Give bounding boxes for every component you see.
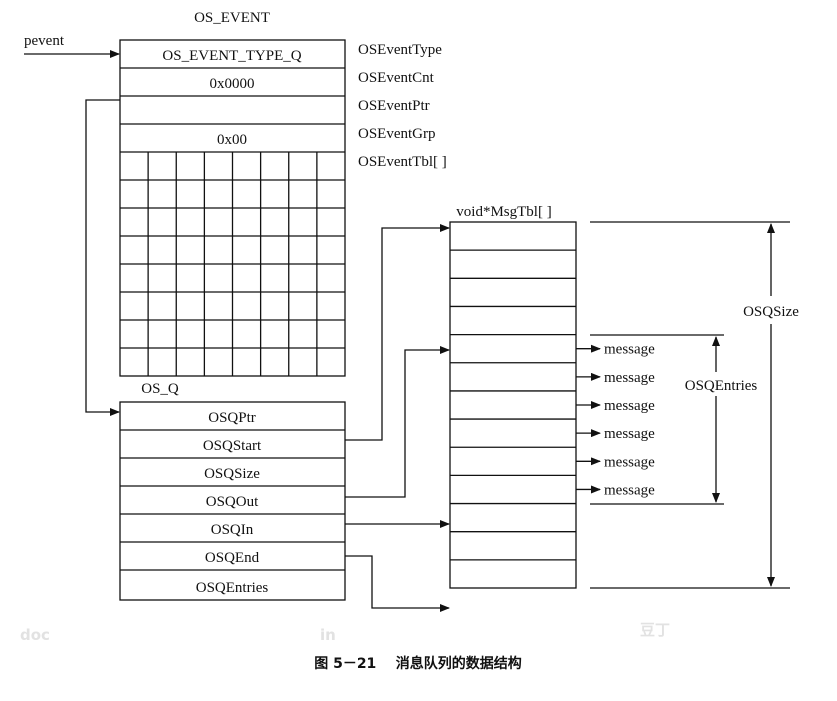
message-label: message [604, 398, 655, 414]
os-event-type-value: OS_EVENT_TYPE_Q [162, 48, 301, 64]
os-event-grp-value: 0x00 [217, 132, 247, 148]
msg-tbl-struct [449, 221, 577, 589]
os-q-field-osqin: OSQIn [211, 522, 254, 538]
os-q-field-osqstart: OSQStart [203, 438, 262, 454]
osqsize-dimension [590, 221, 790, 589]
os-q-field-osqptr: OSQPtr [208, 410, 256, 426]
os-event-title: OS_EVENT [194, 10, 270, 26]
os-q-field-osqentries: OSQEntries [196, 580, 269, 596]
osqend-arrow [345, 555, 450, 612]
osqout-arrow [345, 346, 450, 498]
watermark-left: doc [20, 626, 50, 644]
osqentries-label: OSQEntries [685, 378, 758, 394]
message-label: message [604, 370, 655, 386]
message-label: message [604, 426, 655, 442]
label-os-event-grp: OSEventGrp [358, 126, 436, 142]
os-q-struct [119, 401, 346, 601]
os-q-field-osqout: OSQOut [206, 494, 259, 510]
os-event-tbl-grid [120, 152, 345, 376]
os-event-cnt-value: 0x0000 [210, 76, 255, 92]
watermark-right: 豆丁 [640, 621, 670, 639]
osqsize-label: OSQSize [743, 304, 799, 320]
msg-tbl-title: void*MsgTbl[ ] [456, 204, 551, 220]
msg-tbl-box [449, 221, 577, 589]
label-os-event-cnt: OSEventCnt [358, 70, 435, 86]
label-os-event-tbl: OSEventTbl[ ] [358, 154, 447, 170]
event-ptr-arrow [85, 99, 120, 416]
watermark: doc in 豆丁 [20, 621, 670, 644]
message-label: message [604, 482, 655, 498]
watermark-middle: in [320, 626, 336, 644]
message-label: message [604, 454, 655, 470]
figure-caption: 图 5－21 消息队列的数据结构 [314, 655, 522, 672]
message-arrows: message message message message message messa… [576, 342, 655, 498]
os-q-field-osqend: OSQEnd [205, 550, 260, 566]
os-q-field-osqsize: OSQSize [204, 466, 260, 482]
label-os-event-type: OSEventType [358, 42, 442, 58]
pevent-label: pevent [24, 33, 65, 49]
os-q-box [119, 401, 346, 601]
osqstart-arrow [345, 224, 450, 441]
msg-tbl-rows [450, 249, 576, 561]
os-event-struct [119, 39, 346, 377]
os-q-title: OS_Q [141, 381, 179, 397]
message-label: message [604, 342, 655, 358]
osqentries-dimension [590, 334, 724, 505]
label-os-event-ptr: OSEventPtr [358, 98, 430, 114]
